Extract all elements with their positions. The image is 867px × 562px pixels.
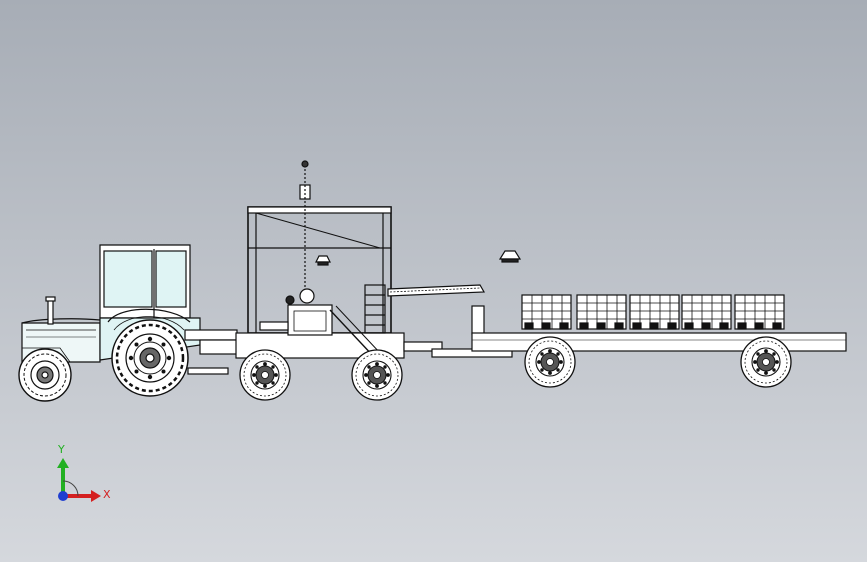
x-axis-arrowhead bbox=[91, 490, 101, 502]
axis-triad: Y X bbox=[57, 443, 111, 502]
platform-wheel-rear bbox=[351, 349, 403, 401]
flatbed-trailer[interactable] bbox=[471, 294, 847, 388]
cutting-platform[interactable] bbox=[235, 160, 522, 401]
crate-row bbox=[521, 294, 785, 330]
trailer-headboard bbox=[471, 305, 485, 335]
engine-box bbox=[287, 304, 333, 336]
crate-4 bbox=[681, 294, 732, 330]
exhaust-pipe bbox=[47, 299, 54, 325]
tractor[interactable] bbox=[18, 244, 238, 402]
work-lamp bbox=[315, 255, 331, 263]
crate-5 bbox=[734, 294, 785, 330]
hoist-hook bbox=[299, 184, 311, 200]
trailer-bed bbox=[471, 332, 847, 352]
z-axis-dot bbox=[58, 491, 68, 501]
rotation-arc bbox=[62, 480, 79, 497]
hoist-pulley bbox=[301, 160, 309, 168]
chain-saw-bar bbox=[387, 284, 486, 297]
platform-wheel-front bbox=[239, 349, 291, 401]
crate-2 bbox=[576, 294, 627, 330]
y-axis-arrowhead bbox=[57, 458, 69, 468]
cab-window-front bbox=[103, 250, 153, 308]
trailer-wheel-front bbox=[524, 336, 576, 388]
trailer-lamp bbox=[498, 250, 522, 260]
crate-3 bbox=[629, 294, 680, 330]
trailer-wheel-rear bbox=[740, 336, 792, 388]
cab-window-rear bbox=[155, 250, 187, 308]
crate-1 bbox=[521, 294, 572, 330]
x-axis-label: X bbox=[103, 488, 111, 501]
saw-guide bbox=[364, 284, 386, 334]
tractor-front-wheel bbox=[18, 348, 72, 402]
y-axis-label: Y bbox=[57, 443, 65, 456]
tractor-rear-wheel bbox=[111, 319, 189, 397]
